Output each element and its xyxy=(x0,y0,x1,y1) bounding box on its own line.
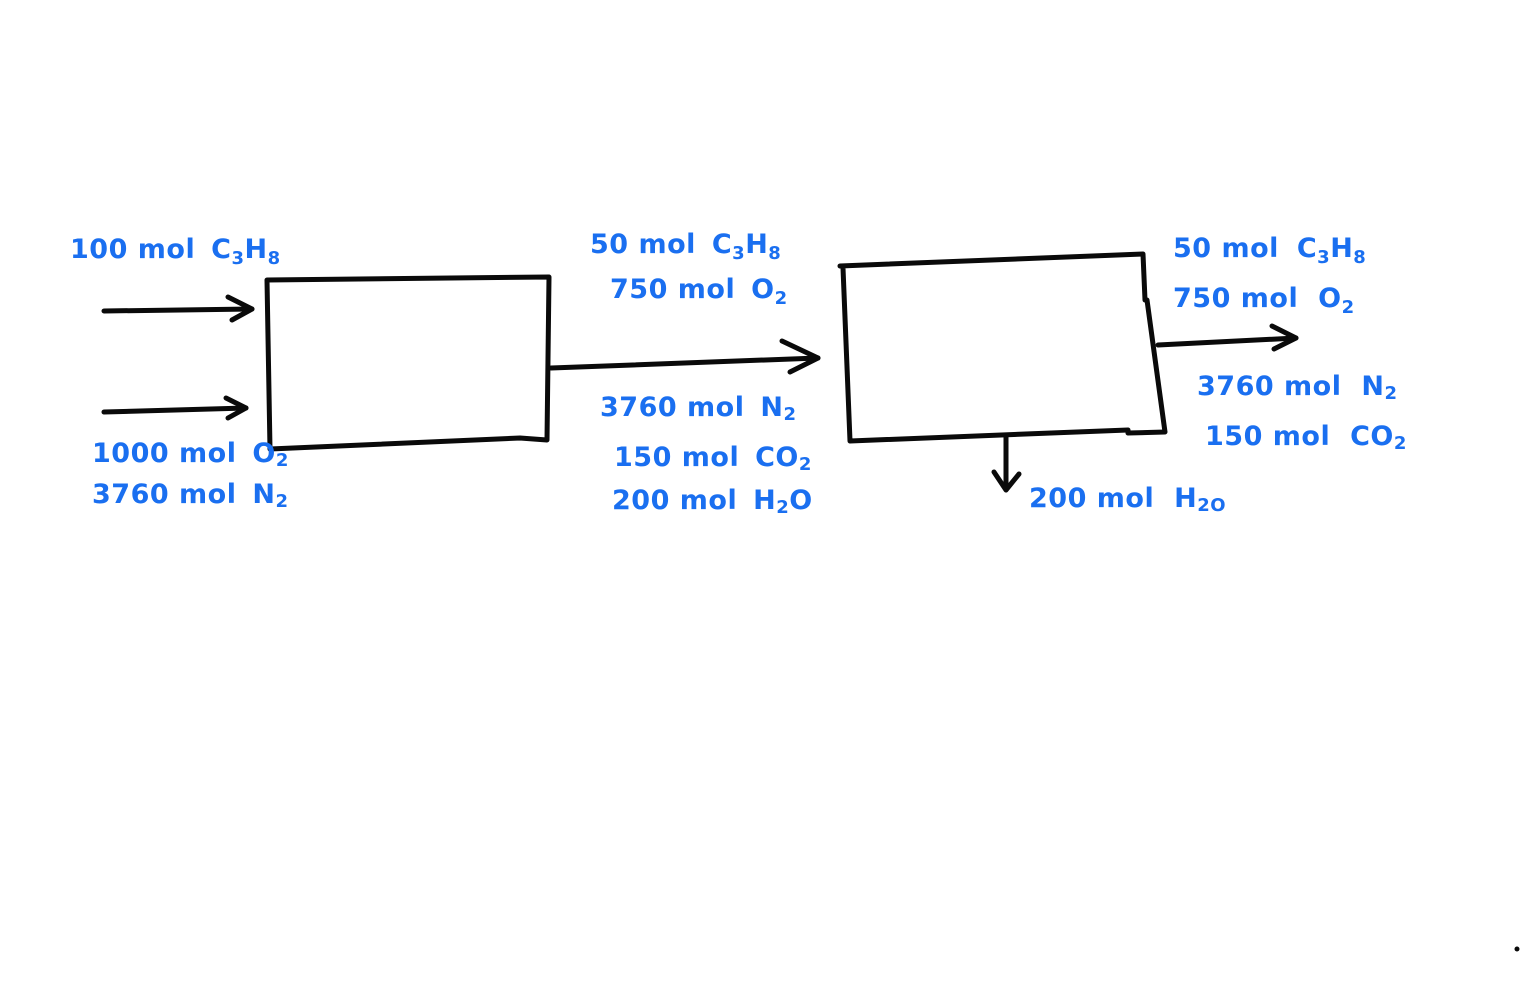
mid-o2-label: 750 mol O2 xyxy=(610,274,788,309)
connecting-arrow xyxy=(548,338,821,375)
top-o2-label: 750 mol O2 xyxy=(1173,283,1355,318)
top-product-arrow xyxy=(1155,323,1299,352)
feed-a-label: 100 mol C3H8 xyxy=(70,234,281,269)
unit-2-box xyxy=(837,251,1168,444)
mid-co2-label: 150 mol CO2 xyxy=(614,442,812,475)
feed-b-o2-label: 1000 mol O2 xyxy=(92,438,289,471)
feed-b-n2-label: 3760 mol N2 xyxy=(92,479,289,512)
top-co2-label: 150 mol CO2 xyxy=(1205,421,1407,454)
bottom-product-arrow xyxy=(991,433,1022,493)
top-n2-label: 3760 mol N2 xyxy=(1197,371,1398,404)
feed-arrow-a xyxy=(101,294,255,323)
feed-arrow-b xyxy=(101,395,249,421)
bottom-h2o-label: 200 mol H2O xyxy=(1029,483,1226,516)
mid-n2-label: 3760 mol N2 xyxy=(600,392,797,425)
stray-dot xyxy=(1514,946,1520,952)
mid-h2o-label: 200 mol H2O xyxy=(612,485,813,518)
mid-c3h8-label: 50 mol C3H8 xyxy=(590,229,781,264)
unit-1-box xyxy=(264,274,552,452)
top-c3h8-label: 50 mol C3H8 xyxy=(1173,233,1366,268)
